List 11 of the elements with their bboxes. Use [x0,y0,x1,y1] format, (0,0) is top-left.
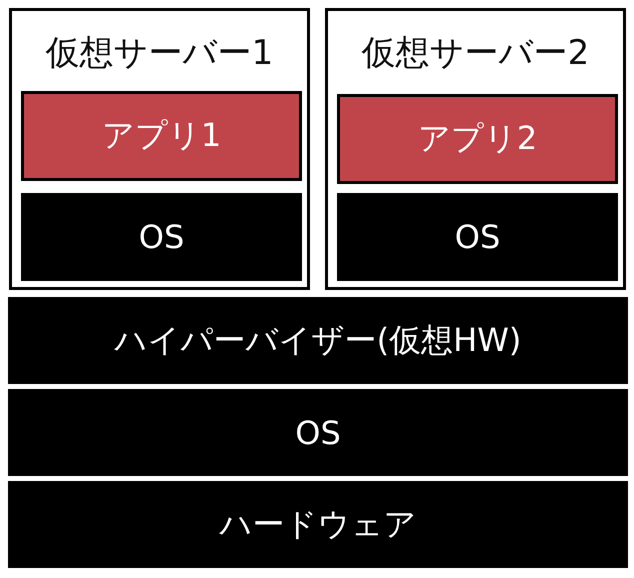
hypervisor-layer: ハイパーバイザー(仮想HW) [8,297,628,384]
guest-os-layer: OS [21,193,302,281]
virtual-server-box [9,8,310,290]
app-layer: アプリ2 [337,94,618,184]
virtual-server-box [325,8,626,290]
hardware-layer: ハードウェア [8,481,628,568]
server-label: 仮想サーバー1 [44,33,274,74]
server-label: 仮想サーバー2 [360,33,590,74]
app-layer: アプリ1 [21,91,302,181]
guest-os-layer: OS [337,193,618,281]
host-os-layer: OS [8,389,628,476]
